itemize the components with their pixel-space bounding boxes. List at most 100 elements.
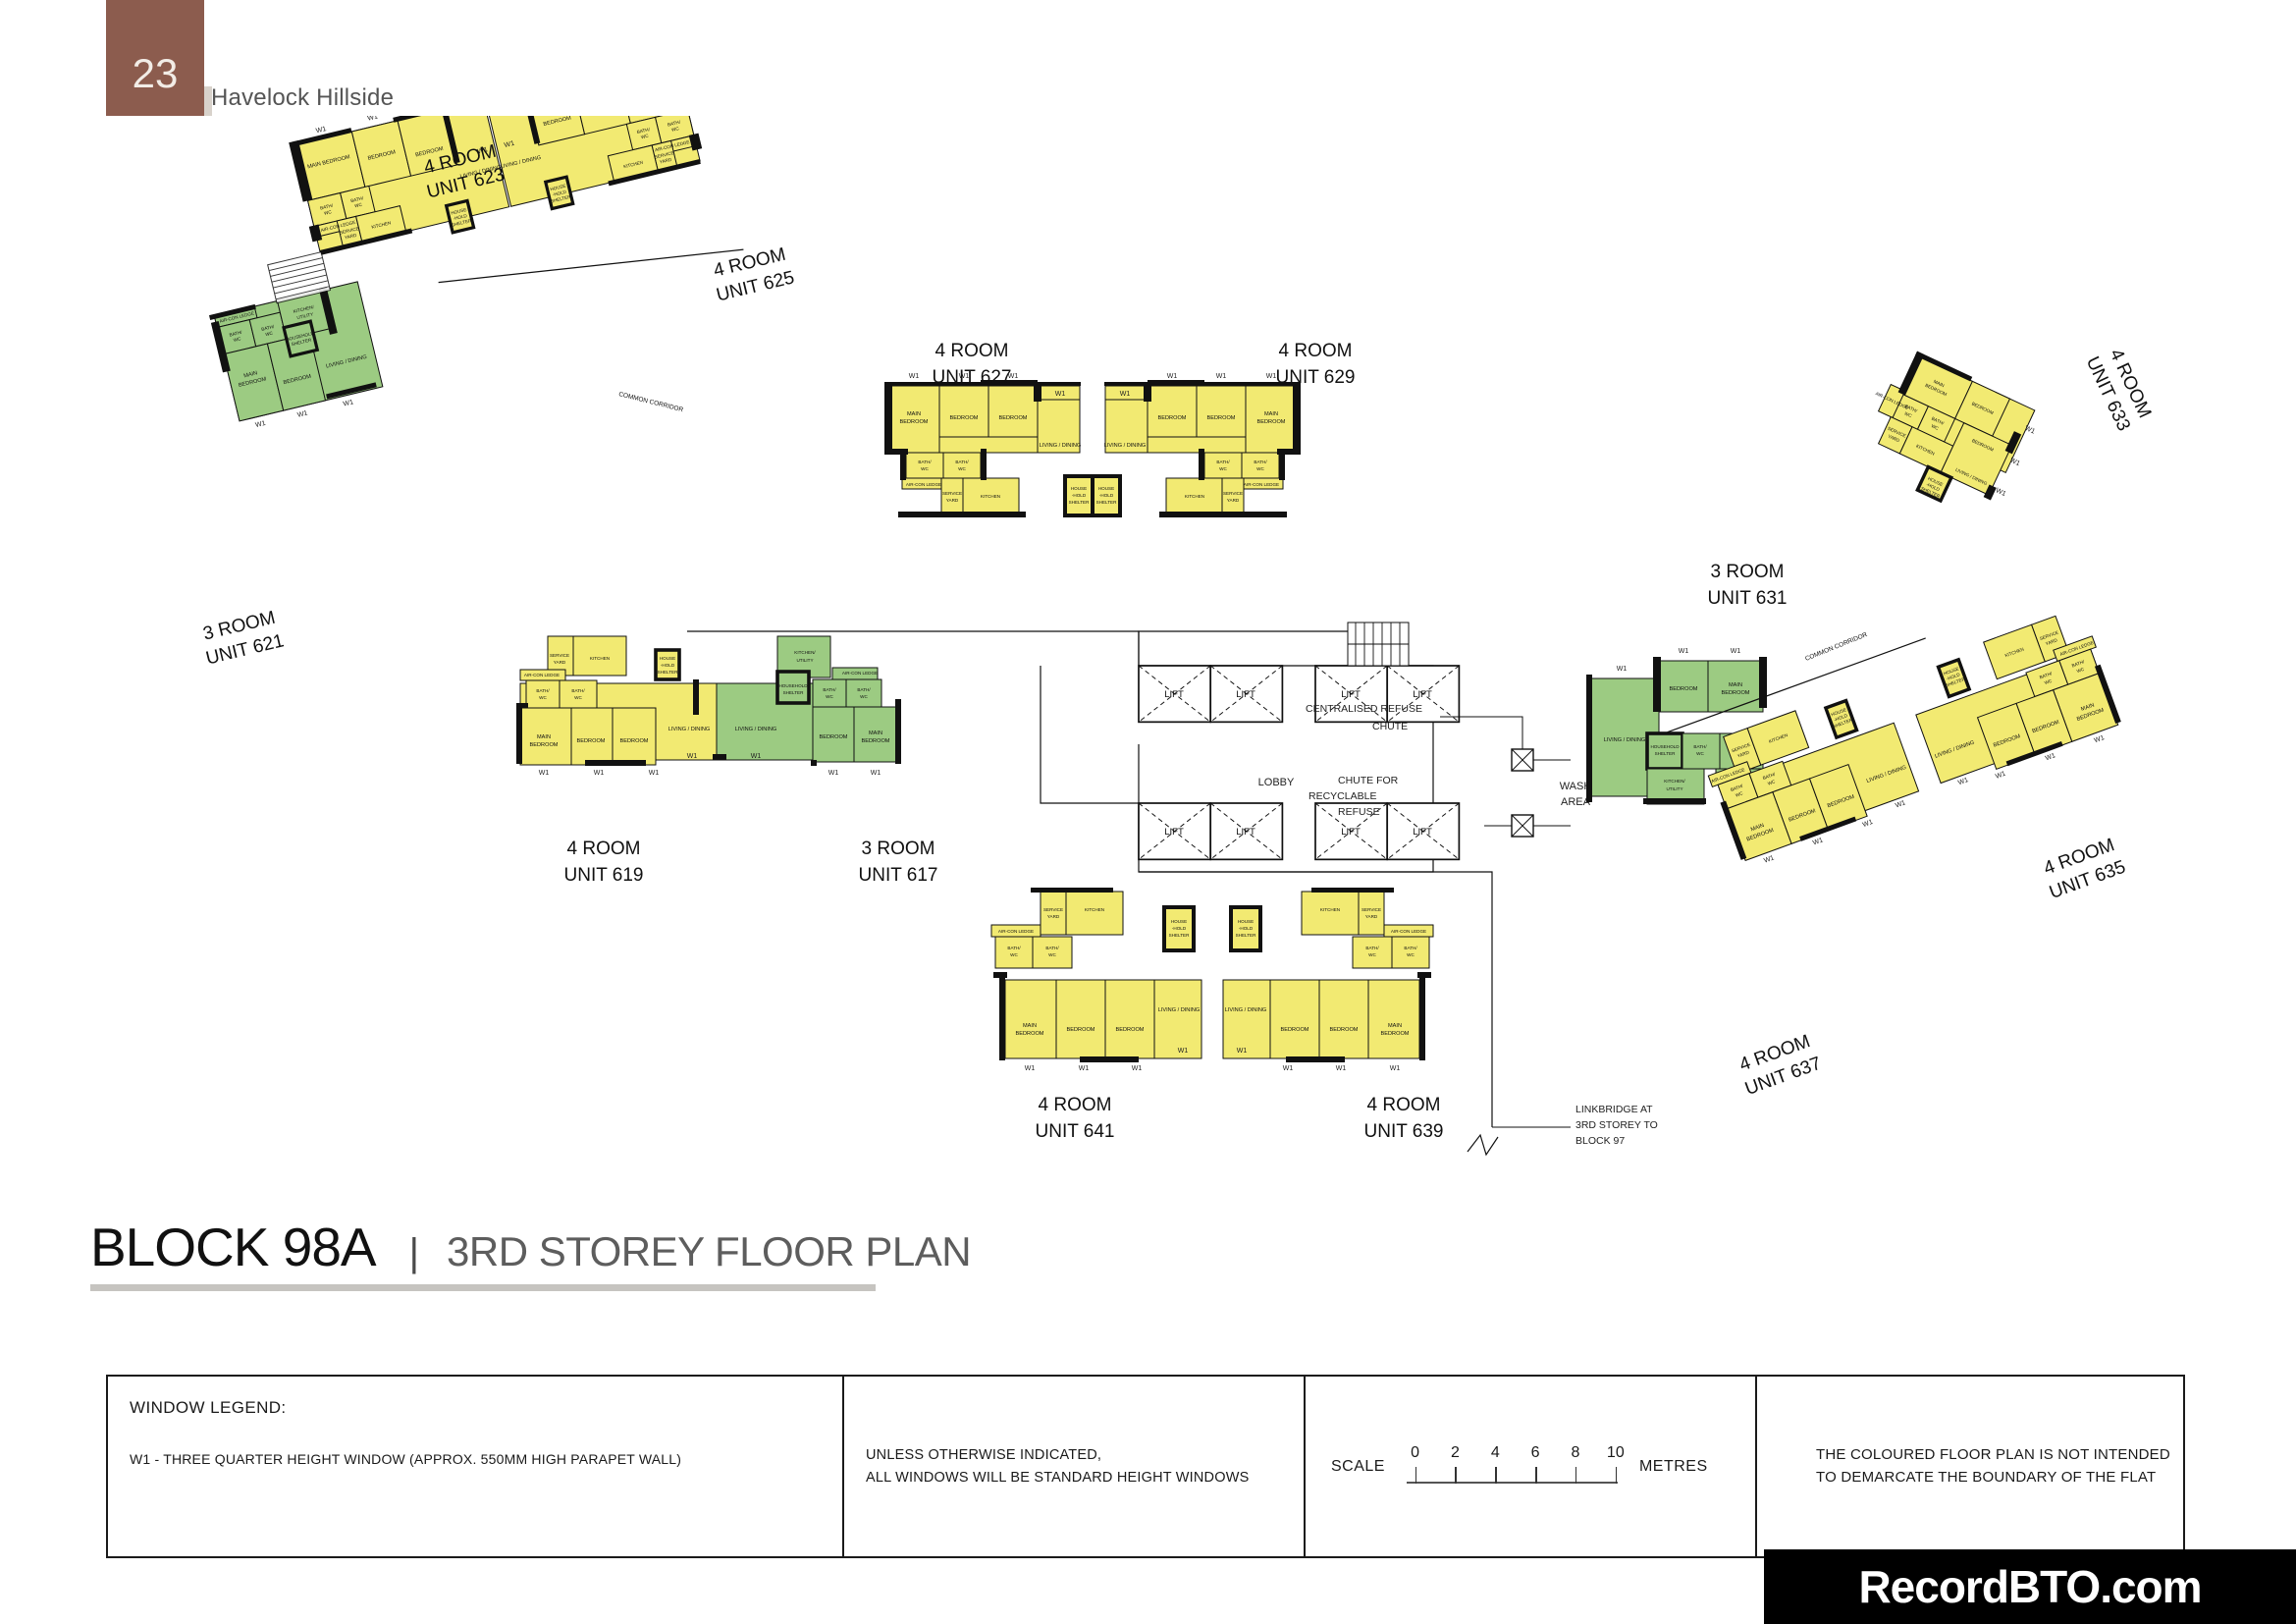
scale-tick-mark bbox=[1575, 1466, 1577, 1484]
room-label-bath-wc: WC bbox=[1696, 751, 1704, 756]
room-label-service-yard: SERVICE bbox=[1223, 491, 1243, 496]
window-tag-w1: W1 bbox=[1266, 373, 1277, 380]
room-label-main-bedroom: MAIN bbox=[1750, 823, 1765, 833]
watermark-banner: RecordBTO.com bbox=[1764, 1549, 2296, 1624]
scale-bar: SCALE 0 2 4 6 8 10 METRES bbox=[1331, 1444, 1708, 1489]
room-label-household-shelter: SHELTER bbox=[1655, 751, 1677, 756]
room-label-bath-wc: WC bbox=[1931, 423, 1941, 431]
room-label-bedroom: BEDROOM bbox=[1158, 415, 1187, 421]
room-label-household-shelter: SHELTER bbox=[1069, 500, 1091, 505]
scale-tick-mark bbox=[1455, 1466, 1457, 1484]
unit-639-plan bbox=[1222, 888, 1434, 1062]
unit-type: 4 ROOM bbox=[567, 839, 641, 859]
scale-tick-10: 10 bbox=[1606, 1443, 1625, 1461]
room-label-household-shelter: HOUSE bbox=[1071, 486, 1087, 491]
room-label-main-bedroom: BEDROOM bbox=[1381, 1031, 1410, 1037]
window-legend-row-w1: W1 - THREE QUARTER HEIGHT WINDOW (APPROX… bbox=[130, 1451, 682, 1467]
window-tag-w1: W1 bbox=[1390, 1065, 1401, 1072]
window-tag-w1: W1 bbox=[255, 420, 267, 429]
room-label-bedroom: BEDROOM bbox=[1670, 686, 1698, 692]
room-label-service-yard: YARD bbox=[946, 498, 959, 503]
room-label-living-dining: LIVING / DINING bbox=[668, 727, 711, 732]
unit-cluster-641-639: SERVICE YARD KITCHEN AIR-CON LEDGE BATH/… bbox=[990, 888, 1434, 1072]
room-label-bath-wc: BATH/ bbox=[1216, 460, 1230, 464]
room-label-main-bedroom: BEDROOM bbox=[530, 742, 559, 748]
room-label-bath-wc: WC bbox=[1256, 466, 1264, 471]
window-tag-w1: W1 bbox=[1025, 1065, 1036, 1072]
centralised-refuse-chute-label: CHUTE bbox=[1372, 721, 1408, 732]
room-label-bath-wc: BATH/ bbox=[1730, 784, 1744, 792]
room-label-main-bedroom: BEDROOM bbox=[900, 419, 929, 425]
unit-number: UNIT 629 bbox=[1276, 367, 1356, 388]
window-tag-w1: W1 bbox=[751, 753, 762, 760]
unit-title-641: 4 ROOM UNIT 641 bbox=[1036, 1095, 1115, 1142]
unit-title-617: 3 ROOM UNIT 617 bbox=[859, 839, 938, 886]
scale-label: SCALE bbox=[1331, 1457, 1385, 1475]
storey-name: 3RD STOREY FLOOR PLAN bbox=[447, 1228, 972, 1274]
room-label-household-shelter: HOUSEHOLD bbox=[286, 331, 315, 343]
room-label-service-yard: SERVICE bbox=[654, 150, 674, 160]
window-tag-w1: W1 bbox=[1079, 1065, 1090, 1072]
room-label-main-bedroom: MAIN bbox=[1933, 379, 1946, 388]
window-note: UNLESS OTHERWISE INDICATED, ALL WINDOWS … bbox=[866, 1444, 1249, 1489]
window-legend-heading: WINDOW LEGEND: bbox=[130, 1398, 287, 1417]
room-label-bath-wc: BATH/ bbox=[1007, 946, 1021, 950]
lift-pair-bottom-right bbox=[1314, 802, 1461, 861]
svg-text:COMMON CORRIDOR: COMMON CORRIDOR bbox=[618, 391, 685, 413]
scale-graphic: 0 2 4 6 8 10 bbox=[1406, 1443, 1625, 1489]
room-label-bath-wc: WC bbox=[1219, 466, 1227, 471]
unit-type: 4 ROOM bbox=[1279, 341, 1353, 361]
window-tag-w1: W1 bbox=[1679, 648, 1689, 655]
scale-tick-8: 8 bbox=[1571, 1443, 1580, 1461]
legend-panel: WINDOW LEGEND: W1 - THREE QUARTER HEIGHT… bbox=[106, 1375, 2185, 1558]
building-core: LIFT LIFT LIFT LIFT LIFT LIFT LIFT LIFT … bbox=[687, 622, 1658, 1157]
unit-number: UNIT 639 bbox=[1364, 1121, 1444, 1142]
room-label-bath-wc: BATH/ bbox=[1762, 772, 1777, 781]
room-label-kitchen-utility: UTILITY bbox=[796, 658, 813, 663]
room-label-household-shelter: -HOLD bbox=[661, 663, 675, 668]
room-label-household-shelter: -HOLD bbox=[1834, 713, 1849, 723]
window-legend-cell: WINDOW LEGEND: W1 - THREE QUARTER HEIGHT… bbox=[108, 1377, 844, 1556]
window-tag-w1: W1 bbox=[1995, 487, 2007, 498]
room-label-bath-wc: BATH/ bbox=[823, 687, 836, 692]
room-label-bath-wc: WC bbox=[233, 336, 241, 343]
room-label-aircon-ledge: AIR-CON LEDGE bbox=[1244, 482, 1279, 487]
room-label-bath-wc: BATH/ bbox=[1404, 946, 1417, 950]
scale-tick-4: 4 bbox=[1490, 1443, 1500, 1461]
lift-label: LIFT bbox=[1236, 689, 1255, 700]
window-tag-w1: W1 bbox=[1617, 666, 1628, 673]
room-label-aircon-ledge: AIR-CON LEDGE bbox=[524, 673, 560, 677]
unit-637-plan: SERVICE YARD KITCHEN AIR-CON LEDGE BATH/… bbox=[1707, 698, 1920, 865]
room-label-bath-wc: BATH/ bbox=[320, 202, 335, 210]
unit-number: UNIT 627 bbox=[933, 367, 1012, 388]
window-tag-w1: W1 bbox=[343, 399, 354, 407]
room-label-bath-wc: WC bbox=[1010, 952, 1018, 957]
room-label-service-yard: YARD bbox=[1365, 914, 1378, 919]
room-label-bedroom: BEDROOM bbox=[950, 415, 979, 421]
window-tag-w1: W1 bbox=[909, 373, 920, 380]
room-label-bath-wc: WC bbox=[539, 695, 547, 700]
room-label-bedroom: BEDROOM bbox=[1281, 1027, 1309, 1033]
room-label-bath-wc: WC bbox=[265, 330, 274, 337]
lift-label: LIFT bbox=[1164, 827, 1184, 838]
room-label-bath-wc: BATH/ bbox=[918, 460, 932, 464]
room-label-bath-wc: WC bbox=[958, 466, 966, 471]
unit-627-plan: MAIN BEDROOM BEDROOM BEDROOM LIVING / DI… bbox=[884, 373, 1095, 517]
window-tag-w1: W1 bbox=[1895, 799, 1906, 809]
room-label-service-yard: SERVICE bbox=[550, 653, 569, 658]
unit-title-633: 4 ROOM UNIT 633 bbox=[2082, 346, 2156, 434]
unit-title-619: 4 ROOM UNIT 619 bbox=[564, 839, 644, 886]
room-label-bath-wc: WC bbox=[860, 694, 868, 699]
unit-cluster-619-617: SERVICE YARD KITCHEN AIR-CON LEDGE BATH/… bbox=[516, 635, 901, 777]
room-label-aircon-ledge: AIR-CON LEDGE bbox=[998, 929, 1034, 934]
room-label-household-shelter: HOUSE bbox=[1098, 486, 1114, 491]
room-label-service-yard: YARD bbox=[345, 233, 358, 241]
window-tag-w1: W1 bbox=[2008, 457, 2021, 467]
room-label-living-dining: LIVING / DINING bbox=[1225, 1007, 1267, 1013]
wash-area-label: WASH bbox=[1560, 781, 1592, 792]
lift-pair-top-left bbox=[1138, 665, 1284, 724]
room-label-household-shelter: SHELTER bbox=[1169, 933, 1191, 938]
room-label-household-shelter: HOUSE bbox=[1171, 919, 1187, 924]
unit-type: 4 ROOM bbox=[935, 341, 1009, 361]
unit-title-627: 4 ROOM UNIT 627 bbox=[933, 341, 1012, 388]
